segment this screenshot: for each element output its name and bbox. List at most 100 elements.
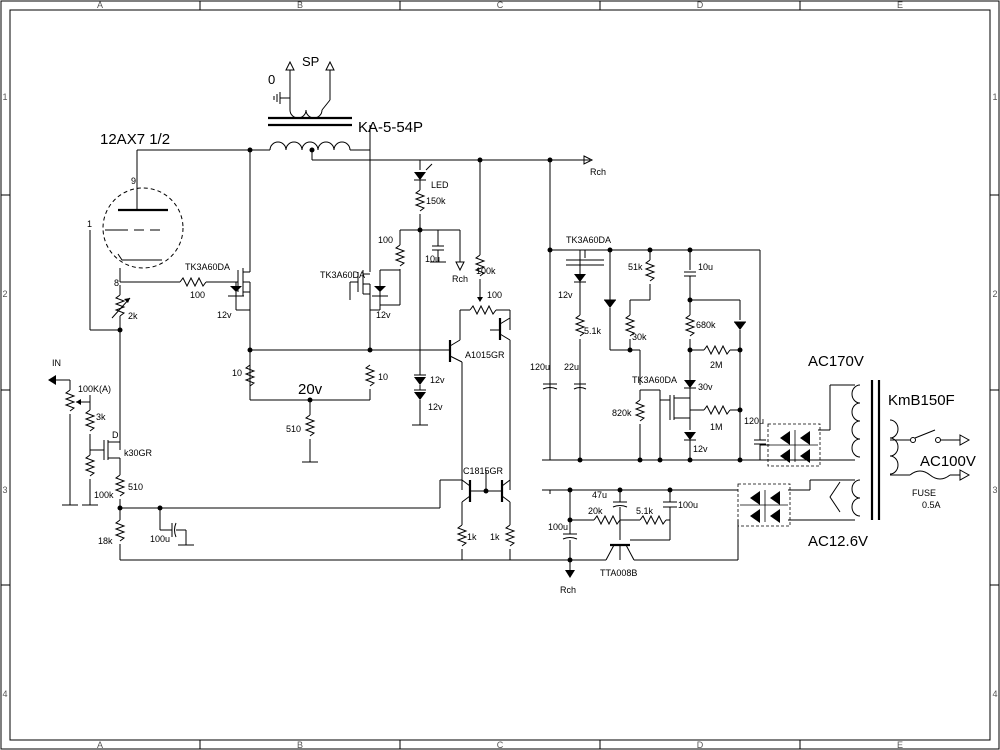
pot-100k-label: 100K(A) — [78, 384, 111, 394]
row-label-4-right: 4 — [992, 689, 997, 699]
ac126-label: AC12.6V — [808, 533, 868, 550]
kmb-label: KmB150F — [888, 392, 955, 409]
led-label: LED — [431, 180, 449, 190]
col-label-c: C — [497, 0, 504, 10]
rch-mid-label: Rch — [452, 274, 468, 284]
r-20k-label: 20k — [588, 506, 603, 516]
r-100-b-label: 100 — [378, 235, 393, 245]
power-transformer — [851, 380, 971, 520]
r-18k-label: 18k — [98, 536, 113, 546]
row-label-3-right: 3 — [992, 485, 997, 495]
r-30k-label: 30k — [632, 332, 647, 342]
r-3k-label: 3k — [96, 412, 106, 422]
r-10-b-label: 10 — [378, 372, 388, 382]
fet1-label: TK3A60DA — [185, 262, 230, 272]
tube-pin8: 8 — [114, 278, 119, 288]
tube-pin9: 9 — [131, 176, 136, 186]
tube-input-network — [89, 230, 238, 450]
zener-2-label: 12v — [376, 310, 391, 320]
zener-4-label: 12v — [428, 402, 443, 412]
hv-bridge — [760, 384, 855, 467]
c-10u-b-label: 10u — [698, 262, 713, 272]
output-transformer — [250, 60, 590, 161]
feedback-transistor-network — [448, 157, 511, 490]
bias-line — [244, 347, 450, 463]
zener-5-label: 12v — [558, 290, 573, 300]
r-510-a-label: 510 — [286, 424, 301, 434]
row-label-1: 1 — [2, 92, 7, 102]
c-100u-a-label: 100u — [150, 534, 170, 544]
c-100u-c-label: 100u — [548, 522, 568, 532]
ac100-label: AC100V — [920, 453, 976, 470]
r-510-b-label: 510 — [128, 482, 143, 492]
z-30v-label: 30v — [698, 382, 713, 392]
zener-1-label: 12v — [217, 310, 232, 320]
r-150k-label: 150k — [426, 196, 446, 206]
zero-label: 0 — [268, 72, 275, 87]
transformer-out-label: KA-5-54P — [358, 119, 423, 136]
fet-d-label: D — [112, 430, 119, 440]
r-820k-label: 820k — [612, 408, 632, 418]
tube-pin1: 1 — [87, 219, 92, 229]
r-1k-b-label: 1k — [490, 532, 500, 542]
tr-c1815-label: C1815GR — [463, 466, 504, 476]
rch-top-arrow — [583, 155, 594, 165]
r-1m-label: 1M — [710, 422, 723, 432]
row-label-2-right: 2 — [992, 289, 997, 299]
zener-6-label: 12v — [693, 444, 708, 454]
c1815-pair — [117, 470, 516, 560]
r-2m-label: 2M — [710, 360, 723, 370]
c-10u-a-label: 10u — [425, 254, 440, 264]
col-label-a: A — [97, 0, 103, 10]
v-20-label: 20v — [298, 381, 323, 398]
fet2-label: TK3A60DA — [320, 270, 365, 280]
r-680k-label: 680k — [696, 320, 716, 330]
c-100u-b-label: 100u — [678, 500, 698, 510]
fet-1-symbol — [228, 147, 253, 400]
r-100k-b-label: 100k — [94, 490, 114, 500]
col-label-b-bottom: B — [297, 740, 303, 750]
tr-a1015-label: A1015GR — [465, 350, 505, 360]
c-120u-a-label: 120u — [530, 362, 550, 372]
in-label: IN — [52, 358, 61, 368]
fuse-label: FUSE — [912, 488, 936, 498]
col-label-d: D — [697, 0, 704, 10]
led-bias-string — [380, 160, 465, 426]
r-2k-label: 2k — [128, 311, 138, 321]
rch-bottom-label: Rch — [560, 585, 576, 595]
r-10-a-label: 10 — [232, 368, 242, 378]
sp-label: SP — [302, 54, 319, 69]
tube-12ax7 — [102, 149, 250, 282]
lv-bridge — [737, 479, 855, 527]
tube-label: 12AX7 1/2 — [100, 131, 170, 148]
ac170-label: AC170V — [808, 353, 864, 370]
zener-3-label: 12v — [430, 375, 445, 385]
c-47u-label: 47u — [592, 490, 607, 500]
col-label-a-bottom: A — [97, 740, 103, 750]
c-120u-b-label: 120u — [744, 416, 764, 426]
fet-k30-label: k30GR — [124, 448, 153, 458]
tr-tta-label: TTA008B — [600, 568, 637, 578]
col-label-c-bottom: C — [497, 740, 504, 750]
fet4-label: TK3A60DA — [632, 375, 677, 385]
row-label-4: 4 — [2, 689, 7, 699]
fuse-val-label: 0.5A — [922, 500, 941, 510]
col-label-e-bottom: E — [897, 740, 903, 750]
r-51k-label: 51k — [628, 262, 643, 272]
r-1k-a-label: 1k — [467, 532, 477, 542]
r-100-c-label: 100 — [487, 290, 502, 300]
row-label-1-right: 1 — [992, 92, 997, 102]
r-5-1k-a-label: 5.1k — [584, 326, 602, 336]
col-label-b: B — [297, 0, 303, 10]
fet3-label: TK3A60DA — [566, 235, 611, 245]
input-stage — [48, 375, 570, 561]
row-label-3: 3 — [2, 485, 7, 495]
r-100k-label: 100k — [476, 266, 496, 276]
frame-row-labels: 1 2 3 4 1 2 3 4 — [2, 92, 997, 699]
fet-2-symbol — [349, 125, 400, 350]
rch-top-label: Rch — [590, 167, 606, 177]
row-label-2: 2 — [2, 289, 7, 299]
col-label-e: E — [897, 0, 903, 10]
